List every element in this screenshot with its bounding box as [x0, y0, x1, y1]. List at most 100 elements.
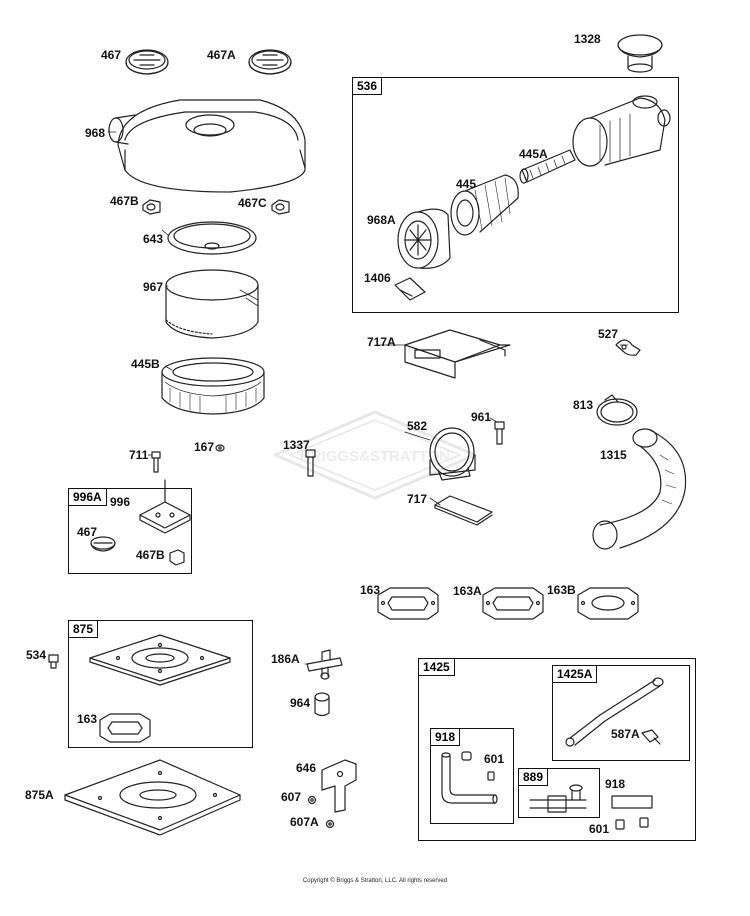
part-1315-hose	[592, 428, 687, 550]
part-186A-fitting	[306, 649, 343, 680]
callout-527: 527	[598, 327, 619, 341]
part-1406-valve	[394, 277, 426, 301]
part-918-hose-straight	[611, 795, 653, 809]
part-582-strap	[429, 427, 476, 481]
kit-536-box: 536	[352, 77, 679, 313]
callout-587A: 587A	[611, 727, 640, 741]
callout-467: 467	[101, 48, 122, 62]
callout-163A: 163A	[453, 584, 482, 598]
callout-607: 607	[281, 790, 302, 804]
callout-445: 445	[456, 177, 477, 191]
kit-996A-label: 996A	[69, 489, 107, 506]
kit-889-label: 889	[519, 769, 549, 786]
kit-875-box: 875	[68, 620, 253, 748]
part-587A-clip	[641, 729, 661, 745]
callout-1337: 1337	[283, 438, 310, 452]
kit-875-plate	[89, 634, 231, 686]
part-467B-foot	[142, 199, 161, 215]
callout-643: 643	[143, 232, 164, 246]
part-445A-element	[519, 149, 576, 184]
part-967-precleaner	[165, 269, 259, 339]
callout-967: 967	[143, 280, 164, 294]
callout-163: 163	[360, 583, 381, 597]
part-717-bracket	[434, 495, 493, 526]
kit-996A-contents	[90, 479, 191, 566]
callout-163B: 163B	[547, 583, 576, 597]
kit-536-housing	[572, 95, 671, 167]
kit-875-gasket	[99, 713, 151, 743]
part-968-cover	[108, 99, 306, 193]
kit-536-label: 536	[353, 78, 383, 95]
part-813-clamp	[596, 394, 638, 426]
kit-1425-label: 1425	[419, 659, 455, 676]
kit-918-box: 918	[430, 728, 514, 824]
callout-467B: 467B	[110, 194, 139, 208]
part-607-screw	[307, 795, 317, 805]
callout-646: 646	[296, 761, 317, 775]
kit-918-label: 918	[431, 729, 461, 746]
callout-167: 167	[194, 440, 215, 454]
callout-964: 964	[290, 696, 311, 710]
callout-186A: 186A	[271, 652, 300, 666]
callout-875A: 875A	[25, 788, 54, 802]
callout-711: 711	[129, 448, 149, 462]
copyright-notice: Copyright © Briggs & Stratton, LLC. All …	[302, 878, 448, 884]
callout-445B: 445B	[131, 357, 160, 371]
callout-717A: 717A	[367, 335, 396, 349]
callout-717: 717	[407, 492, 428, 506]
watermark-text: BRIGGS&STRATTON	[300, 448, 450, 465]
part-534-nut	[48, 654, 59, 669]
callout-961: 961	[471, 410, 492, 424]
callout-582: 582	[407, 419, 428, 433]
kit-1425-box: 1425	[418, 658, 696, 841]
callout-601: 601	[589, 822, 610, 836]
callout-968: 968	[85, 126, 106, 140]
part-445B-filter	[161, 357, 265, 415]
part-445-filter	[450, 174, 519, 236]
callout-445A: 445A	[519, 147, 548, 161]
part-467C-foot	[271, 199, 290, 215]
callout-467C: 467C	[238, 196, 267, 210]
callout-918: 918	[605, 777, 626, 791]
part-968A-cover	[397, 208, 451, 269]
part-467-cap	[125, 49, 169, 75]
part-601-clamp-a	[461, 751, 495, 781]
part-163A-gasket	[482, 587, 544, 620]
callout-1328: 1328	[574, 32, 601, 46]
callout-163-kit: 163	[77, 712, 98, 726]
kit-1425A-box: 1425A	[552, 665, 690, 761]
part-711-bolt	[151, 451, 161, 473]
leader-lines	[107, 131, 629, 665]
part-527-clamp	[615, 339, 641, 356]
part-167-nut	[215, 444, 225, 452]
part-889-fitting	[529, 784, 587, 813]
kit-889-box: 889	[518, 768, 600, 818]
part-1337-bolt	[305, 449, 316, 477]
part-918-hose-bent	[441, 752, 498, 804]
callout-467-kit: 467	[77, 525, 98, 539]
part-964-plug	[314, 692, 330, 717]
callout-607A: 607A	[290, 815, 319, 829]
part-643-plate	[167, 221, 257, 255]
part-875A-base	[64, 759, 241, 836]
part-607A-screw	[325, 819, 335, 829]
kit-875-label: 875	[69, 621, 99, 638]
callout-968A: 968A	[367, 213, 396, 227]
part-717A-bracket	[404, 329, 511, 379]
callout-467A: 467A	[207, 48, 236, 62]
callout-601-kit: 601	[484, 752, 505, 766]
part-961-bolt	[494, 421, 505, 445]
part-601-clamp-b	[615, 817, 649, 830]
callout-1406: 1406	[364, 271, 391, 285]
callout-467B-kit: 467B	[136, 548, 165, 562]
callout-1315: 1315	[600, 448, 627, 462]
callout-534: 534	[26, 648, 47, 662]
part-163-gasket	[377, 587, 439, 620]
part-1328-cap	[617, 34, 663, 73]
part-163B-gasket	[577, 587, 639, 620]
part-646-bracket	[321, 759, 357, 813]
part-1425A-tube	[565, 677, 664, 747]
callout-813: 813	[573, 398, 594, 412]
